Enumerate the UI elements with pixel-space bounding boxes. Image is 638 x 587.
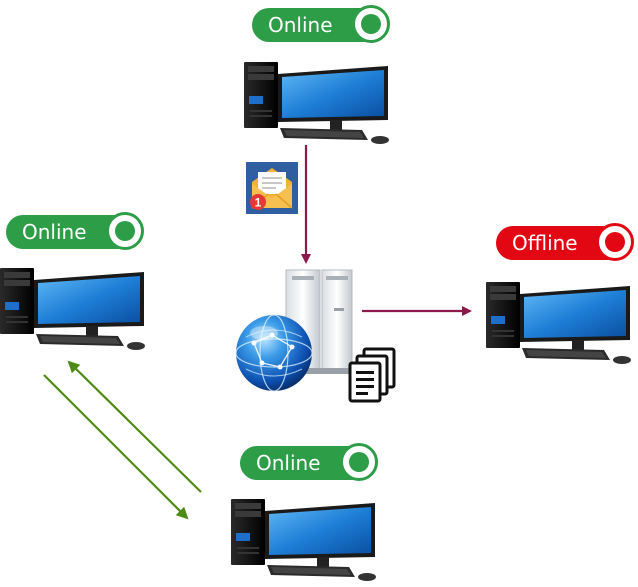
desktop-computer-icon — [486, 282, 631, 364]
status-pill: Online — [252, 5, 390, 43]
status-label: Online — [268, 13, 333, 37]
status-label: Online — [256, 451, 321, 475]
email-badge-count: 1 — [255, 196, 262, 210]
arrow-left-to-bottom — [43, 374, 189, 520]
desktop-computer-icon — [244, 62, 389, 144]
documents-icon — [348, 347, 396, 403]
arrow-bottom-to-left — [67, 360, 202, 493]
status-indicator-icon — [106, 212, 144, 250]
globe-icon — [235, 314, 313, 392]
desktop-computer-icon — [0, 268, 145, 350]
status-pill: Offline — [496, 223, 634, 261]
status-pill: Online — [6, 212, 144, 250]
desktop-computer-icon — [231, 499, 376, 581]
status-label: Online — [22, 220, 87, 244]
status-indicator-icon — [340, 443, 378, 481]
status-indicator-icon — [352, 5, 390, 43]
email-notification-icon: 1 — [246, 162, 298, 214]
status-pill: Online — [240, 443, 378, 481]
status-indicator-icon — [596, 223, 634, 261]
status-label: Offline — [512, 231, 578, 255]
